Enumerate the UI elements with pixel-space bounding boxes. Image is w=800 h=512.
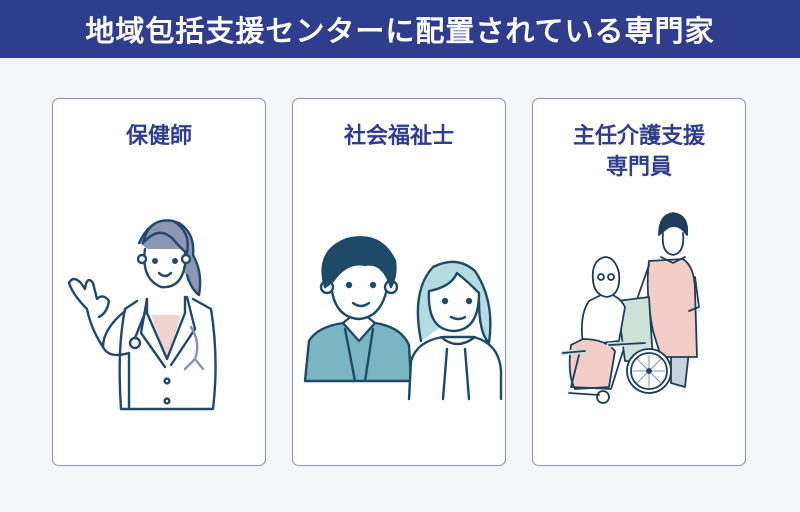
header-bar: 地域包括支援センターに配置されている専門家 (0, 0, 800, 58)
care-manager-wheelchair-illustration-icon (560, 212, 700, 404)
nurse-illustration-icon (67, 219, 217, 411)
card-title: 主任介護支援 専門員 (572, 124, 705, 180)
card-title: 保健師 (125, 124, 192, 149)
card-chief-care-manager: 主任介護支援 専門員 (532, 98, 746, 466)
card-social-worker: 社会福祉士 (292, 98, 506, 466)
page-title: 地域包括支援センターに配置されている専門家 (85, 14, 715, 48)
card-public-health-nurse: 保健師 (52, 98, 266, 466)
social-workers-illustration-icon (303, 236, 503, 401)
card-title: 社会福祉士 (343, 124, 454, 149)
